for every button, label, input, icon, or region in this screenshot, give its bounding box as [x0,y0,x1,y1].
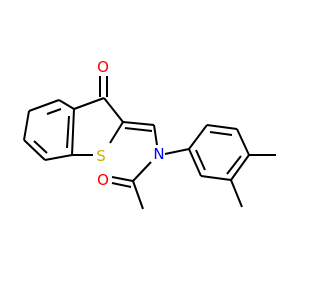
bond [23,110,30,141]
bonds [23,76,276,210]
bond [44,154,73,161]
bond [122,121,155,126]
bond [188,148,202,177]
bond [71,108,75,156]
nitrogen-label: N [153,145,164,163]
bond [73,97,105,110]
bond [226,155,242,175]
bond [103,97,124,123]
bond [132,161,152,182]
bond [230,179,243,208]
bond [188,124,208,150]
amide-oxygen-label: O [97,171,109,189]
bond [209,131,233,136]
bond [124,127,153,132]
bond [230,154,250,181]
ketone-oxygen-label: O [97,58,109,76]
bond [164,148,190,155]
bond [200,175,232,181]
bond [109,121,124,144]
bond [195,149,206,171]
bond [33,140,48,154]
molecule-structure-diagram: O S N O [23,58,276,210]
bond [111,182,132,188]
bond [236,128,250,156]
sulfur-label: S [96,147,106,165]
bond [23,139,46,161]
bond [28,99,60,112]
bond [206,124,238,130]
bond [66,115,70,149]
bond [153,124,158,146]
bond [132,180,144,210]
bond [58,99,75,110]
bond [111,176,134,182]
bond [46,108,62,115]
atom-labels: O S N O [96,58,164,189]
